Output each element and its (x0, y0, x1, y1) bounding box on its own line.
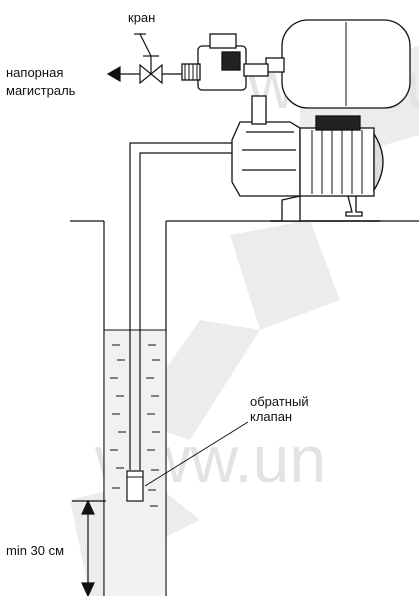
motor-housing (299, 127, 375, 197)
label-check-valve-2: клапан (250, 409, 292, 424)
check-valve-body (126, 470, 144, 502)
pump-foot-right (345, 195, 363, 217)
motor-fins (311, 130, 363, 194)
motor-end-cap (373, 131, 384, 193)
suction-pipe (129, 142, 233, 470)
check-valve (126, 421, 249, 502)
pressure-switch-gauge (221, 51, 241, 71)
label-valve: кран (128, 10, 155, 25)
water-body (104, 330, 166, 596)
fitting-nut (181, 63, 201, 81)
valve-leader (139, 33, 152, 57)
label-min-depth: min 30 см (6, 543, 64, 558)
motor-terminal-box (315, 115, 361, 131)
pump-unit (231, 95, 384, 222)
watermark-shape-middle (230, 220, 340, 330)
suction-pipe-inner (139, 152, 233, 470)
label-pressure-line-2: магистраль (6, 83, 76, 98)
pump-volute (231, 121, 301, 197)
pressure-switch-top (209, 33, 237, 49)
valve-assembly (106, 33, 182, 85)
fitting-pipe (243, 63, 269, 77)
fitting-thread (184, 64, 198, 80)
pressure-tank-connector (265, 57, 285, 73)
pump-foot-left (281, 195, 301, 222)
dimension-arrow-up-icon (81, 499, 95, 515)
labels: кран напорная магистраль обратный клапан… (6, 10, 309, 558)
pressure-fittings (181, 33, 269, 91)
suction-pipe-outer (129, 142, 233, 470)
label-pressure-line-1: напорная (6, 65, 63, 80)
min-depth-dimension (72, 499, 106, 596)
check-valve-leader (144, 421, 249, 487)
water (104, 329, 166, 596)
dimension-arrow-down-icon (81, 582, 95, 596)
valve-body-right (150, 63, 163, 85)
label-check-valve-1: обратный (250, 394, 309, 409)
pump-outlet-pipe (251, 95, 267, 125)
pressure-tank (265, 19, 411, 109)
valve-body-left (139, 63, 152, 85)
discharge-arrow-icon (106, 65, 121, 83)
water-dashes (110, 344, 160, 507)
